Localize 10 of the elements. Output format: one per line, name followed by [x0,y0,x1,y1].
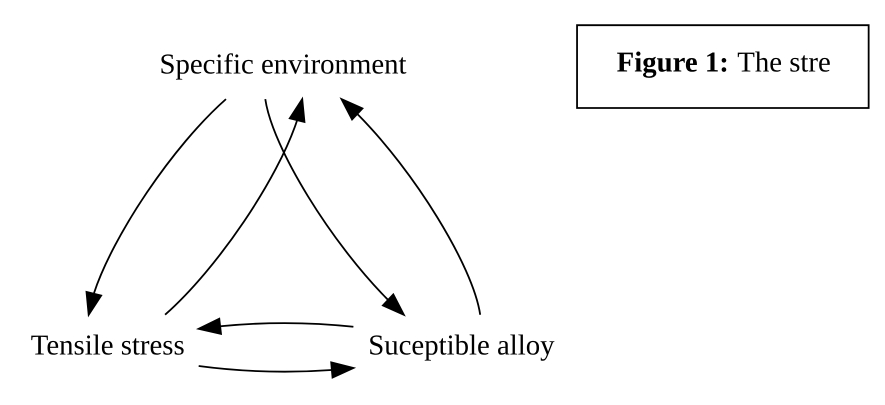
node-box: Figure 1: The stre [576,24,870,109]
node-text: Suceptible alloy [368,329,555,362]
arrow [196,317,354,335]
arrow [340,97,482,315]
arrow [264,98,406,317]
arrow [164,96,306,316]
node-text: Tensile stress [30,329,185,362]
node-text: Specific environment [159,48,407,80]
arrow [86,98,227,318]
arrow [198,361,356,379]
